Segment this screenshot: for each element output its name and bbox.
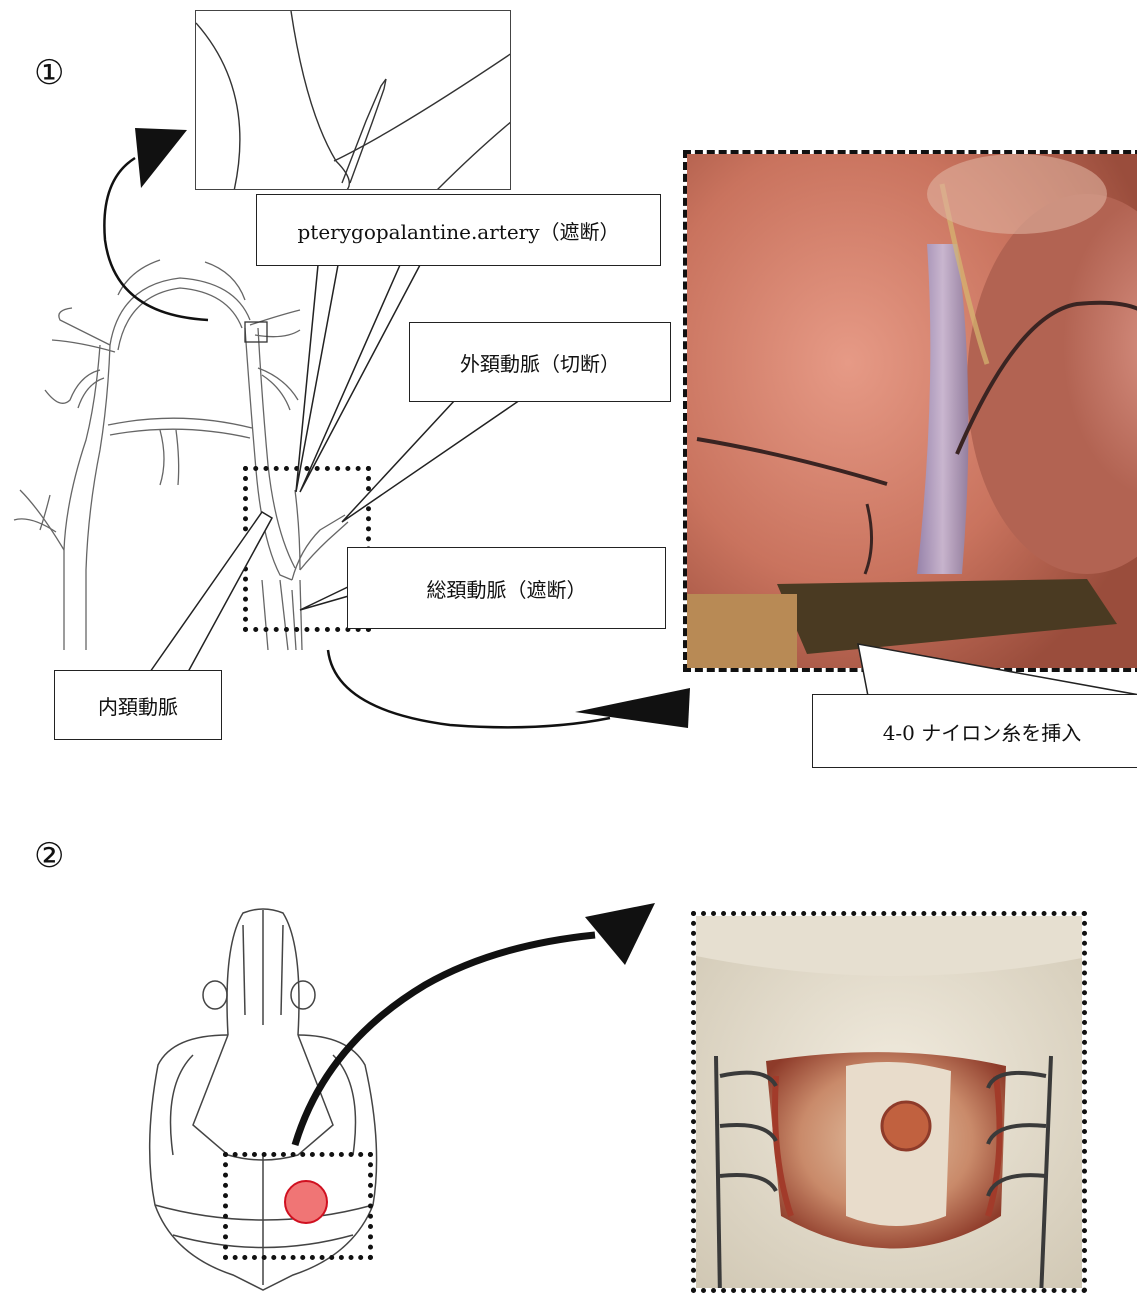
craniotomy-image: [696, 916, 1087, 1293]
craniotomy-photo: [691, 911, 1087, 1293]
section-1-marker: ①: [34, 56, 64, 90]
pterygopalatine-artery-label: pterygopalantine.artery（遮断）: [256, 194, 661, 266]
carotid-surgery-image: [687, 154, 1137, 672]
external-carotid-label: 外頚動脈（切断）: [409, 322, 671, 402]
internal-carotid-label: 内頚動脈: [54, 670, 222, 740]
zoom-arrow-lower: [320, 640, 700, 750]
section-2-marker: ②: [34, 839, 64, 873]
callout-pointers: [0, 260, 700, 580]
zoom-arrow-skull: [285, 895, 665, 1155]
vessel-inset-box: [195, 10, 511, 190]
nylon-thread-label: 4-0 ナイロン糸を挿入: [812, 694, 1137, 768]
common-carotid-label: 総頚動脈（遮断）: [347, 547, 666, 629]
vessel-inset-drawing: [196, 11, 511, 190]
carotid-surgery-photo: [683, 150, 1137, 672]
internal-carotid-pointer: [140, 500, 300, 690]
craniotomy-site-marker: [284, 1180, 328, 1224]
nylon-pointer: [850, 640, 1110, 700]
